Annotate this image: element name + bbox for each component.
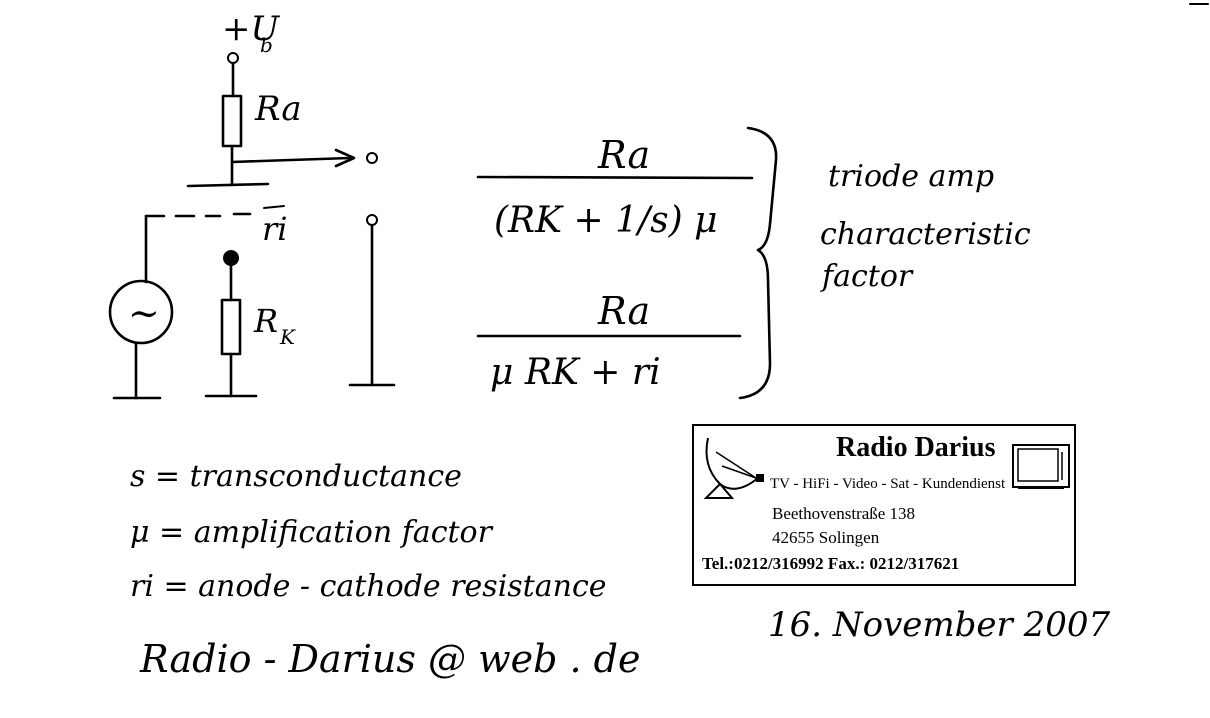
output-arrow-icon	[334, 148, 356, 168]
gain-formulas: Ra (RK + 1/s) μ Ra μ RK + ri triode amp …	[476, 126, 1031, 400]
anode-plate	[186, 182, 270, 188]
output-wire	[230, 156, 352, 164]
stamp-tagline: TV - HiFi - Video - Sat - Kundendienst	[770, 476, 1006, 492]
symbol-legend: s = transconductance μ = amplification f…	[130, 459, 607, 604]
ac-source-icon: ~	[128, 291, 160, 335]
business-stamp: Radio Darius TV - HiFi - Video - Sat - K…	[692, 424, 1076, 586]
date-signature: 16. November 2007	[768, 605, 1111, 645]
satellite-dish-icon	[703, 437, 764, 499]
grid-dashes	[144, 212, 252, 218]
cathode-resistor	[220, 298, 242, 356]
formula1-numerator: Ra	[597, 133, 650, 177]
legend-line-resistance: ri = anode - cathode resistance	[130, 569, 607, 604]
output-terminal	[366, 152, 378, 164]
supply-subscript: b	[260, 33, 273, 57]
ground-terminal	[366, 214, 378, 226]
anode-resistor-label: Ra	[254, 89, 302, 129]
legend-line-amplification: μ = amplification factor	[130, 515, 494, 550]
television-icon	[1012, 444, 1070, 489]
brace-note-line1: triode amp	[828, 159, 994, 194]
stamp-city: 42655 Solingen	[772, 528, 880, 547]
formula1-denominator: (RK + 1/s) μ	[494, 200, 718, 241]
formula1-fraction-bar	[476, 175, 754, 180]
triode-circuit: +U b Ra ri ~ R K	[108, 9, 396, 400]
email-address: Radio - Darius @ web . de	[139, 637, 640, 681]
stamp-street: Beethovenstraße 138	[772, 504, 916, 523]
cathode-dot	[223, 250, 239, 266]
formula2-numerator: Ra	[597, 289, 650, 333]
right-brace	[738, 126, 778, 400]
anode-resistor	[221, 94, 243, 148]
stamp-company-name: Radio Darius	[836, 432, 996, 463]
brace-note-line2: characteristic	[820, 217, 1031, 252]
formula2-denominator: μ RK + ri	[490, 352, 661, 393]
internal-resistance-label: ri	[262, 210, 288, 248]
legend-line-transconductance: s = transconductance	[130, 459, 462, 494]
cathode-resistor-subscript: K	[279, 325, 296, 349]
ac-source	[108, 279, 174, 345]
ri-overbar	[263, 205, 285, 209]
brace-note-line3: factor	[820, 259, 914, 294]
supply-label: +U	[222, 9, 280, 49]
supply-terminal	[227, 52, 239, 64]
stamp-phone-fax: Tel.:0212/316992 Fax.: 0212/317621	[702, 554, 960, 573]
cathode-resistor-label: R	[253, 302, 278, 340]
